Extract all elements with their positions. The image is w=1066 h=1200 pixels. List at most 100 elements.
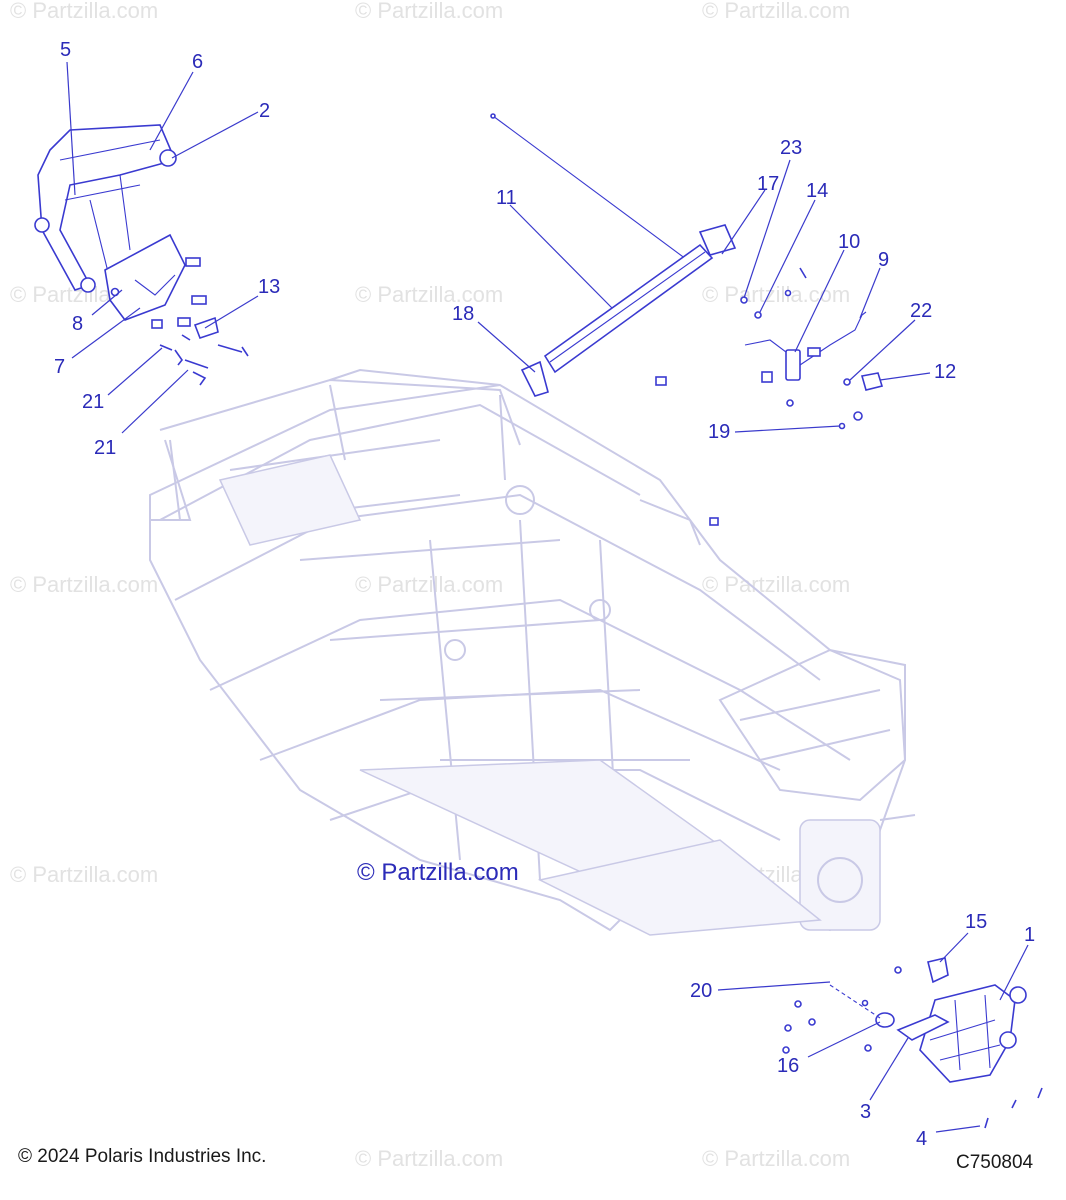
- callout-12: 12: [934, 361, 956, 383]
- rear-bumper-end: [34, 217, 50, 233]
- front-suspension-mount: [799, 819, 881, 931]
- roll-cage: [159, 378, 521, 446]
- leader-line: [879, 372, 931, 381]
- callout-15: 15: [965, 911, 987, 933]
- callout-6: 6: [192, 51, 203, 73]
- nut: [784, 289, 792, 297]
- watermark: © Partzilla.com: [10, 572, 158, 597]
- front-bumper-end: [999, 1031, 1017, 1049]
- watermark: © Partzilla.com: [10, 0, 158, 23]
- leader-line: [717, 981, 831, 991]
- bolt: [794, 1000, 802, 1008]
- clip: [655, 376, 667, 386]
- rear-bumper-assembly: [34, 124, 207, 329]
- mounting-plate-detail: [134, 274, 176, 296]
- frame-detail: [505, 485, 535, 515]
- watermark: © Partzilla.com: [355, 572, 503, 597]
- callout-13: 13: [258, 276, 280, 298]
- diagram-code: C750804: [956, 1152, 1034, 1173]
- wire-end: [490, 113, 496, 119]
- center-watermark: © Partzilla.com: [357, 859, 519, 886]
- front-bumper-detail: [929, 994, 1001, 1071]
- leader-line: [204, 295, 259, 329]
- callout-7: 7: [54, 356, 65, 378]
- callout-10: 10: [838, 231, 860, 253]
- nut-22: [843, 378, 851, 386]
- callout-18: 18: [452, 303, 474, 325]
- callout-21: 21: [82, 391, 104, 413]
- watermark: © Partzilla.com: [702, 282, 850, 307]
- nut-19: [838, 422, 846, 430]
- leader-line: [66, 61, 76, 196]
- leader-line: [759, 199, 816, 313]
- clip: [709, 517, 719, 526]
- callout-21: 21: [94, 437, 116, 459]
- callout-19: 19: [708, 421, 730, 443]
- callout-8: 8: [72, 313, 83, 335]
- frame-detail: [444, 639, 466, 661]
- front-hub: [817, 857, 863, 903]
- light-bar-assembly: [490, 113, 737, 397]
- bracket-18: [520, 360, 549, 397]
- leader-line: [734, 425, 841, 433]
- watermark: © Partzilla.com: [702, 0, 850, 23]
- steering-shaft: [879, 814, 916, 821]
- leader-lines: [66, 61, 1029, 1133]
- fastener: [799, 267, 807, 279]
- callout-23: 23: [780, 137, 802, 159]
- switch-12: [860, 372, 884, 391]
- watermark: © Partzilla.com: [355, 1146, 503, 1171]
- leader-line: [939, 932, 969, 963]
- rear-cargo-plate: [218, 454, 362, 546]
- watermark: © Partzilla.com: [702, 1146, 850, 1171]
- callout-9: 9: [878, 249, 889, 271]
- bolt: [217, 344, 249, 357]
- leader-line: [149, 71, 194, 151]
- leader-line: [121, 369, 189, 434]
- leader-line: [509, 204, 613, 309]
- rear-frame: [150, 439, 192, 521]
- rear-bumper-end: [80, 277, 96, 293]
- frame-detail: [589, 599, 611, 621]
- connector: [761, 371, 773, 383]
- leader-line: [721, 189, 766, 255]
- leader-line: [743, 159, 791, 299]
- front-bumper-end: [1009, 986, 1027, 1004]
- leader-line: [869, 1037, 909, 1101]
- bolt: [864, 1044, 872, 1052]
- callout-11: 11: [496, 187, 517, 209]
- fastener-line: [829, 984, 881, 1019]
- front-frame: [718, 648, 906, 802]
- nut: [853, 411, 863, 421]
- leader-line: [71, 307, 141, 359]
- frame-rail: [209, 598, 851, 761]
- switch-10: [785, 349, 801, 381]
- connector: [807, 347, 821, 357]
- light-bar: [543, 243, 714, 374]
- frame-rail: [259, 688, 781, 771]
- bolt: [861, 999, 869, 1007]
- watermark: © Partzilla.com: [355, 282, 503, 307]
- callout-labels: 5 6 2 13 8 7 21 21 11 17 23 14 10 9 18 2…: [54, 39, 1035, 1150]
- front-frame-cross: [739, 689, 891, 761]
- leader-line: [794, 249, 845, 353]
- bolt: [782, 1046, 790, 1054]
- bumper-pad-16: [875, 1012, 895, 1028]
- rear-hardware: [159, 316, 249, 386]
- leader-line: [935, 1125, 981, 1133]
- watermark: © Partzilla.com: [702, 572, 850, 597]
- callout-16: 16: [777, 1055, 799, 1077]
- clip: [151, 319, 163, 329]
- callout-4: 4: [916, 1128, 927, 1150]
- bolt: [894, 966, 902, 974]
- front-bumper: [919, 984, 1016, 1083]
- skid-plate-3: [896, 1014, 950, 1041]
- watermark: © Partzilla.com: [355, 0, 503, 23]
- rear-bumper-end: [159, 149, 177, 167]
- bolt-21: [184, 359, 209, 386]
- bracket-13: [193, 316, 219, 340]
- roll-cage-top: [329, 368, 501, 386]
- leader-line: [849, 319, 916, 381]
- light-bar-lens: [549, 251, 706, 363]
